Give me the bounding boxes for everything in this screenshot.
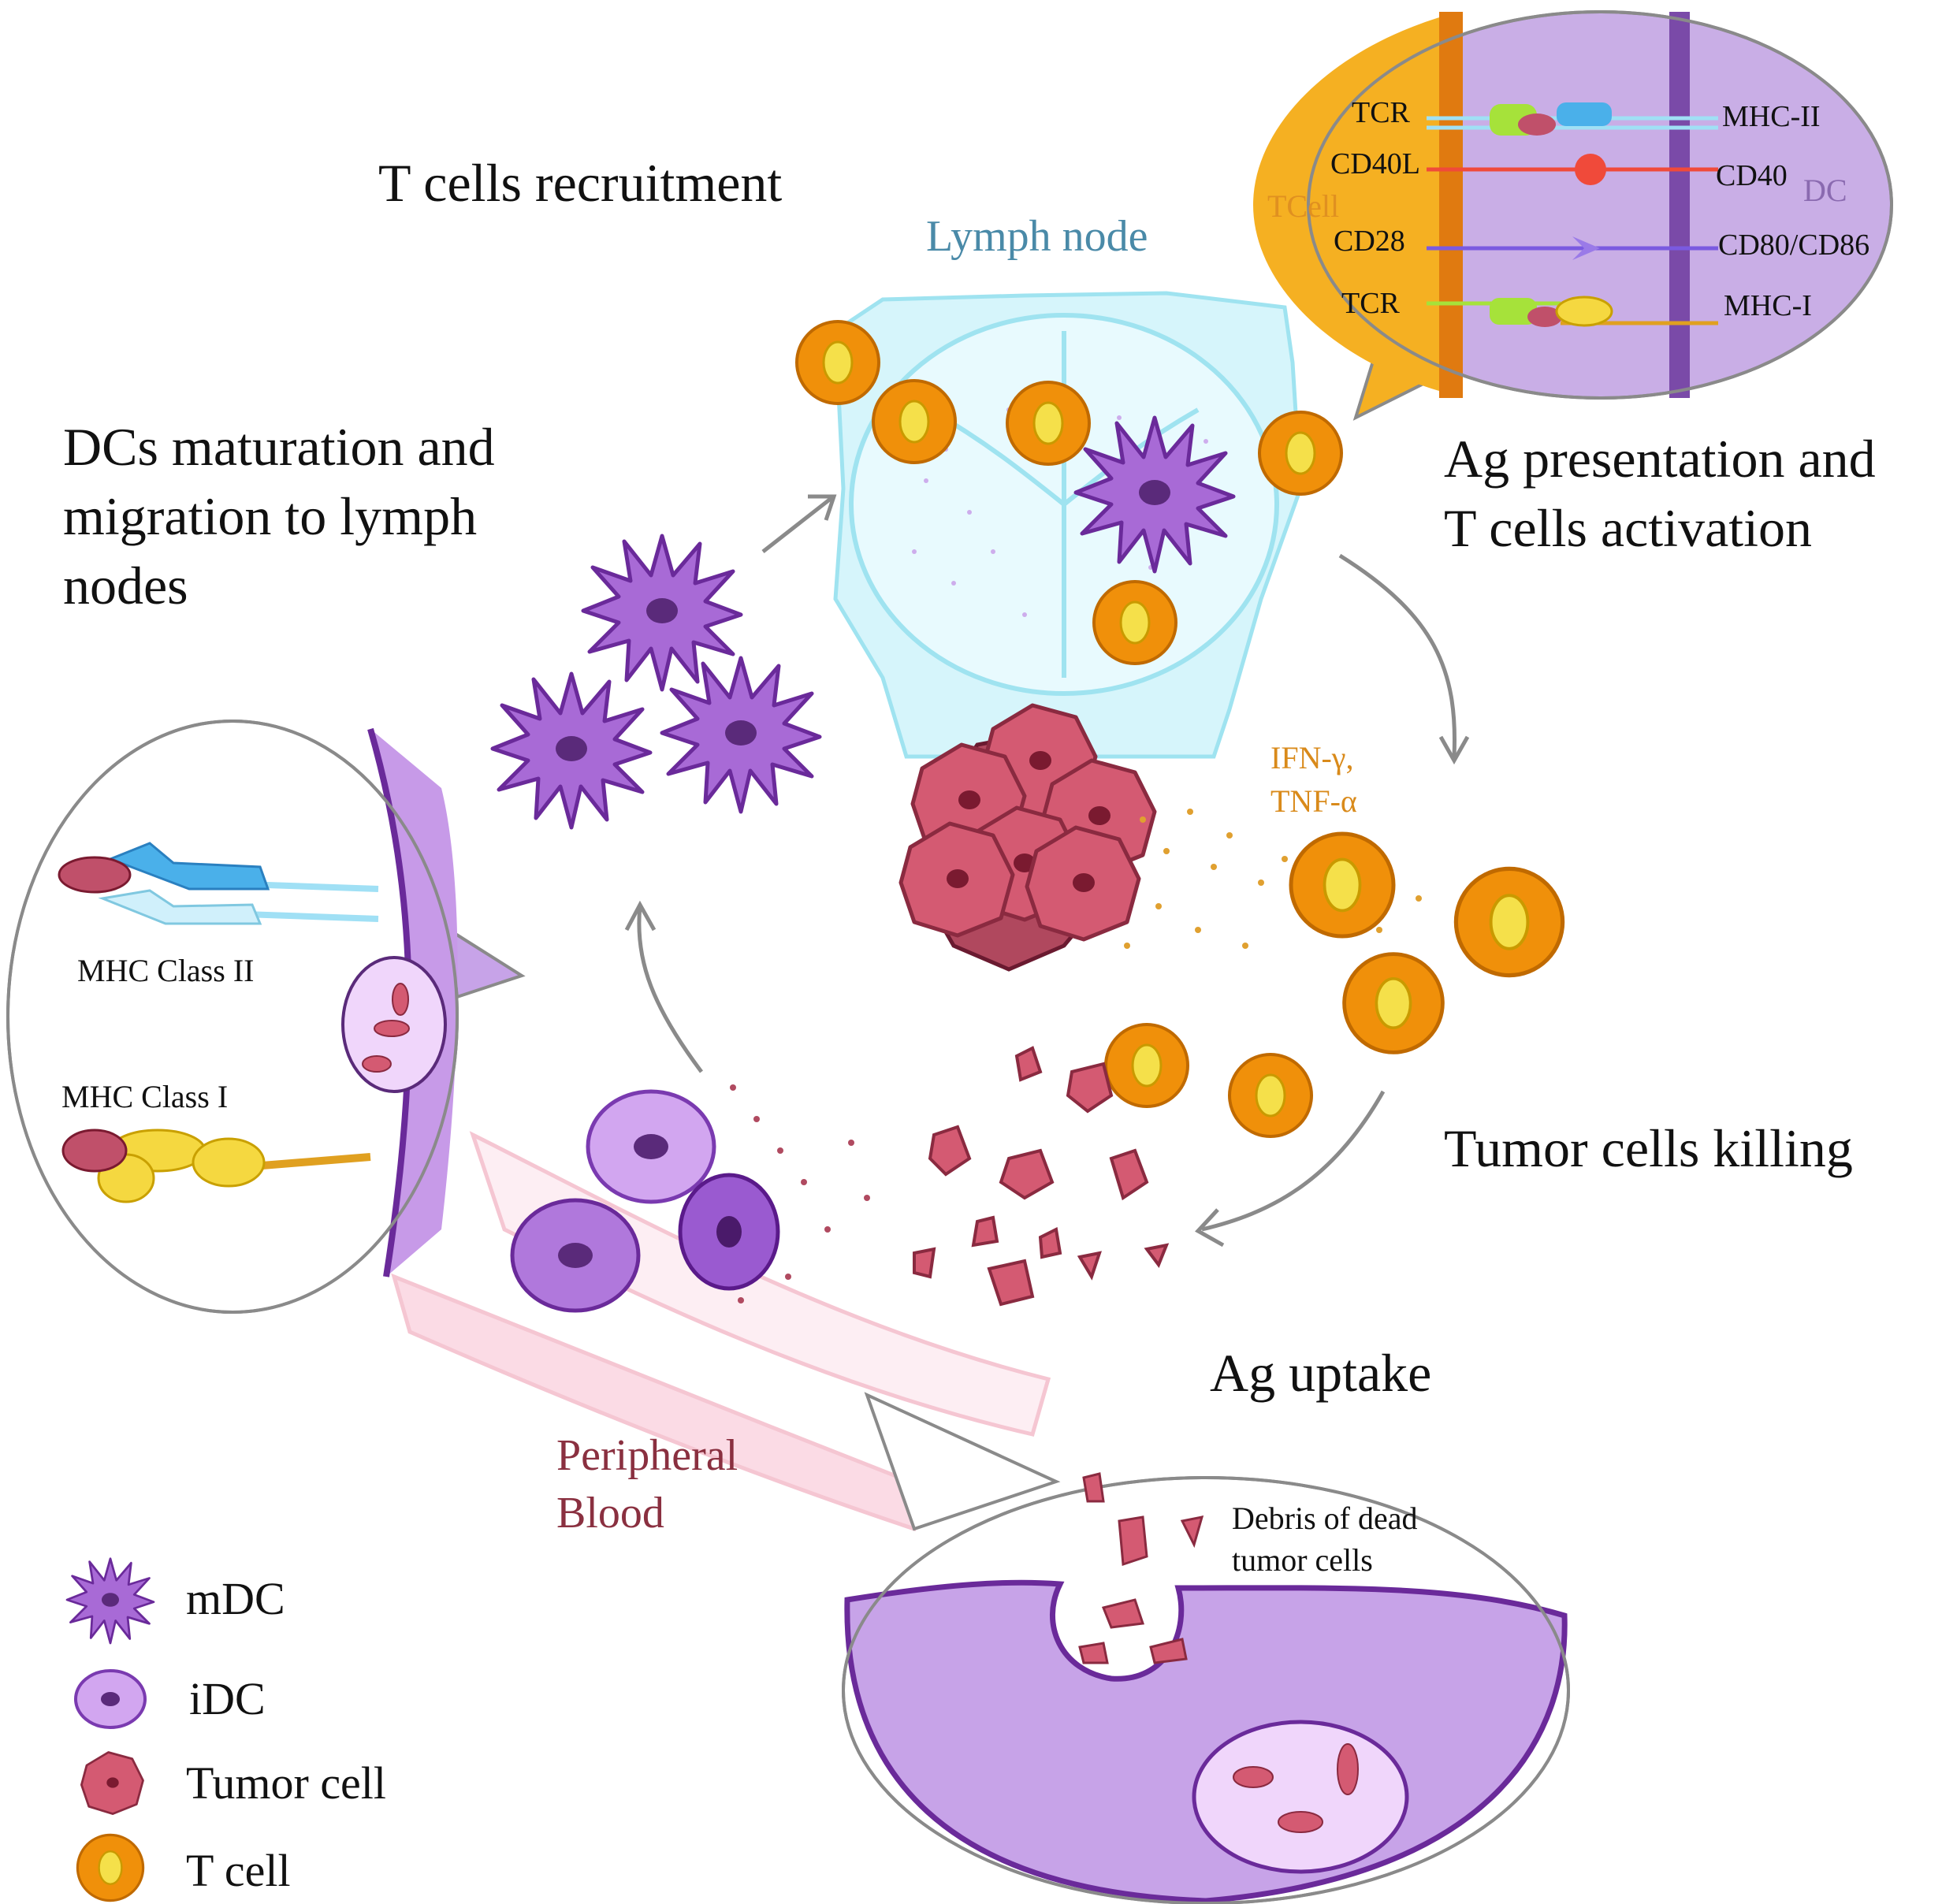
mdc-cluster-cell: [662, 658, 820, 812]
heading-tumor-cells-killing: Tumor cells killing: [1444, 1118, 1853, 1178]
t-cell: [795, 320, 880, 405]
ag-uptake-callout: [842, 1392, 1570, 1904]
mhc-callout: [6, 720, 526, 1314]
lymph-node-label: Lymph node: [926, 212, 1148, 261]
idc-cell: [586, 1089, 716, 1204]
mhc-class-i-label: MHC Class I: [61, 1079, 228, 1114]
synapse-callout: TCell DC TCR CD40L CD28 TCR MHC-II CD40 …: [1253, 10, 1893, 421]
tcr-label-2: TCR: [1341, 287, 1401, 320]
t-cell: [1258, 411, 1343, 496]
t-cell-icon: [76, 1833, 145, 1902]
debris-label-2: tumor cells: [1232, 1542, 1373, 1578]
tumor-mass: [901, 705, 1155, 972]
cytokine-label-2: TNF-α: [1270, 783, 1357, 819]
tcr-label-1: TCR: [1352, 96, 1411, 129]
idc-cell: [678, 1173, 780, 1291]
heading-dcs-maturation-3: nodes: [63, 556, 188, 615]
t-cell: [1104, 1023, 1189, 1108]
cd80-cd86-label: CD80/CD86: [1718, 229, 1869, 262]
tcell-region-label: TCell: [1267, 188, 1339, 224]
dc-region-label: DC: [1803, 173, 1847, 208]
heading-dcs-maturation-2: migration to lymph: [63, 486, 477, 546]
t-cell: [1228, 1053, 1313, 1138]
mdc-cluster-cell: [493, 674, 650, 827]
legend-label-t-cell: T cell: [186, 1845, 291, 1896]
cytokine-label-1: IFN-γ,: [1270, 740, 1353, 775]
cd40-label: CD40: [1716, 159, 1788, 192]
mhc-class-ii-label: MHC Class II: [77, 953, 254, 988]
legend-label-mdc: mDC: [186, 1573, 285, 1624]
heading-t-cells-recruitment: T cells recruitment: [378, 153, 782, 213]
idc-cell: [510, 1198, 641, 1313]
dying-tumor-fragments: [913, 1046, 1170, 1307]
t-cell: [1291, 834, 1393, 936]
t-cell: [1092, 580, 1177, 665]
tumor-cell-icon: [80, 1751, 144, 1815]
receptor-row-cd28: [1427, 236, 1718, 260]
receptor-row-tcr-mhci: [1427, 296, 1718, 327]
t-cell: [1006, 381, 1091, 466]
idc-icon: [74, 1669, 147, 1729]
legend-label-idc: iDC: [189, 1673, 266, 1724]
cycle-arrows: [624, 494, 1470, 1248]
heading-dcs-maturation-1: DCs maturation and: [63, 417, 495, 477]
receptor-row-tcr-mhcii: [1427, 102, 1718, 136]
heading-ag-presentation-2: T cells activation: [1444, 498, 1812, 558]
peripheral-blood-label-2: Blood: [556, 1489, 664, 1538]
cd28-label: CD28: [1334, 225, 1405, 258]
t-cell: [872, 379, 957, 464]
mhcii-label: MHC-II: [1722, 100, 1821, 133]
mdc-icon: [65, 1557, 155, 1645]
heading-ag-presentation-1: Ag presentation and: [1444, 429, 1876, 489]
lymph-node: [833, 291, 1303, 759]
cd40l-label: CD40L: [1330, 147, 1420, 180]
debris-label-1: Debris of dead: [1232, 1501, 1417, 1536]
heading-ag-uptake: Ag uptake: [1210, 1343, 1431, 1403]
t-cell: [1345, 954, 1443, 1053]
t-cell: [1456, 868, 1562, 975]
legend-label-tumor-cell: Tumor cell: [186, 1757, 386, 1809]
mdc-cluster-cell: [583, 536, 741, 690]
peripheral-blood-label-1: Peripheral: [556, 1431, 738, 1480]
receptor-row-cd40: [1427, 154, 1718, 185]
legend: mDC iDC Tumor cell T cell: [65, 1557, 386, 1902]
mhci-label: MHC-I: [1724, 289, 1812, 322]
